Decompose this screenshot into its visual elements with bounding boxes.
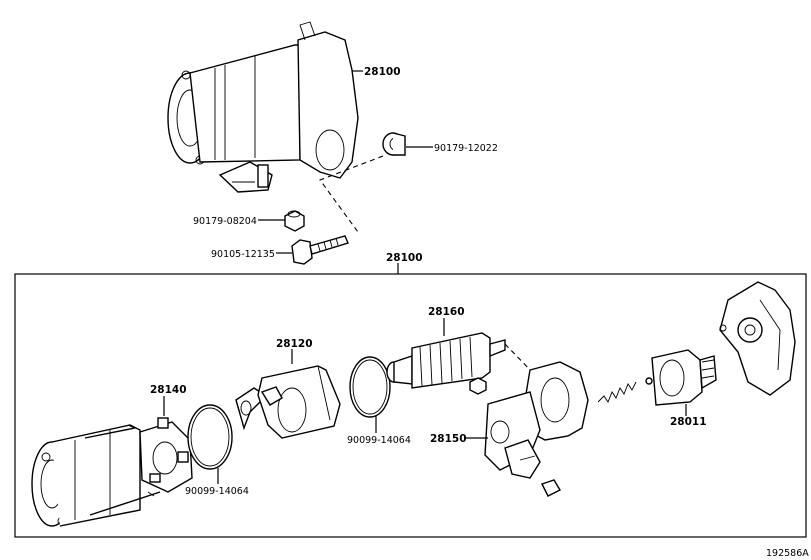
figure-code: 192586A xyxy=(766,548,809,559)
boot-cap xyxy=(541,479,561,497)
return-spring xyxy=(597,377,653,403)
label-28120: 28120 xyxy=(276,338,313,350)
yoke-28120 xyxy=(235,365,341,439)
bolt-90105-12135 xyxy=(291,235,349,265)
front-housing xyxy=(719,281,796,396)
washer-90179-12022 xyxy=(382,132,406,156)
label-90105-12135: 90105-12135 xyxy=(211,249,275,260)
label-90179-12022: 90179-12022 xyxy=(434,143,498,154)
label-28140: 28140 xyxy=(150,384,187,396)
starter-assembly-top xyxy=(167,21,359,193)
o-ring-left xyxy=(187,404,233,470)
motor-housing xyxy=(31,424,161,527)
label-28011: 28011 xyxy=(670,416,707,428)
label-28100-box: 28100 xyxy=(386,252,423,264)
armature-28160 xyxy=(386,332,506,389)
brush-holder-28140 xyxy=(139,417,193,493)
label-28160: 28160 xyxy=(428,306,465,318)
label-90179-08204: 90179-08204 xyxy=(193,216,257,227)
o-ring-right xyxy=(349,356,391,418)
label-90099-14064-right: 90099-14064 xyxy=(347,435,411,446)
label-28100-top: 28100 xyxy=(364,66,401,78)
label-28150: 28150 xyxy=(430,433,467,445)
label-90099-14064-left: 90099-14064 xyxy=(185,486,249,497)
small-nut xyxy=(469,377,487,395)
clutch-28011 xyxy=(651,349,717,406)
exploded-view-frame xyxy=(14,273,807,538)
solenoid-28150 xyxy=(484,361,589,479)
nut-90179-08204 xyxy=(284,210,305,232)
